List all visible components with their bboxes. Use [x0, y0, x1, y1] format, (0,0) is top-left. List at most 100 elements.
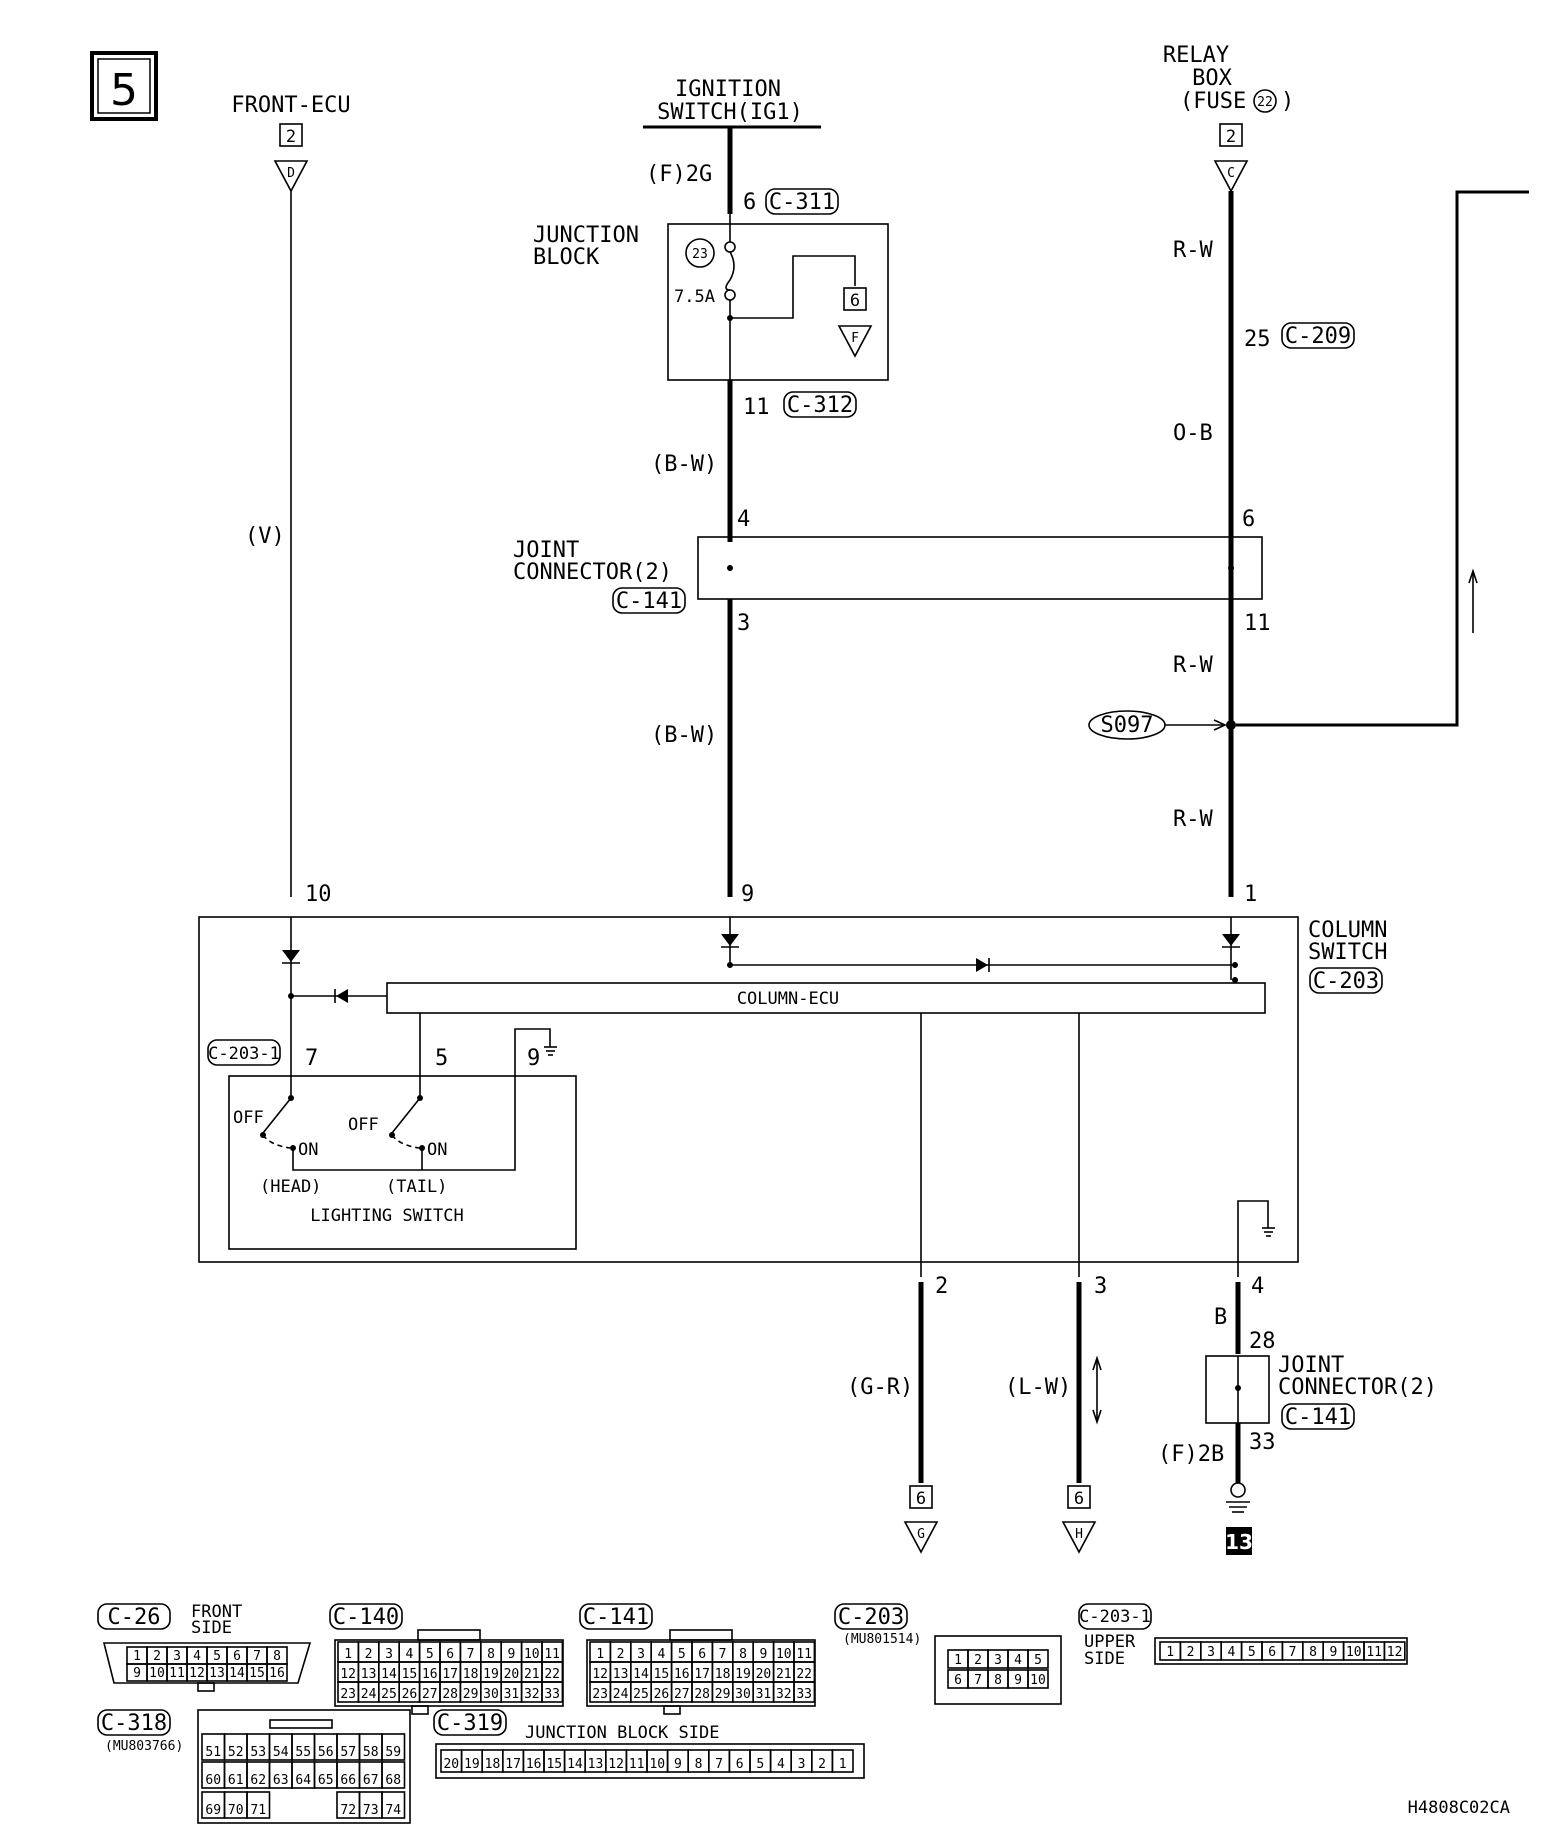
pin-number: 4 — [193, 1649, 201, 1664]
joint-connector-top: JOINT CONNECTOR(2) C-141 4 6 3 11 — [513, 507, 1271, 636]
off-page-h: 6 H — [1061, 1485, 1097, 1554]
pin-number: 3 — [385, 1647, 393, 1662]
jc-top-pin6: 6 — [1242, 507, 1255, 532]
pin-number: 7 — [715, 1757, 723, 1772]
c141-id: C-141 — [583, 1605, 649, 1630]
pin-cell — [381, 1733, 406, 1761]
pin-number: 28 — [694, 1687, 710, 1702]
pin-cell — [381, 1761, 406, 1789]
pin-number: 11 — [796, 1647, 812, 1662]
column-ecu-label: COLUMN-ECU — [737, 989, 839, 1009]
pin-cell — [381, 1791, 406, 1819]
pin-number: 16 — [269, 1666, 285, 1681]
pin-number: 5 — [426, 1647, 434, 1662]
pin-number: 6 — [446, 1647, 454, 1662]
relay-conn: C-209 — [1285, 324, 1351, 349]
cs-title-2: SWITCH — [1308, 940, 1387, 965]
pin-number: 51 — [205, 1745, 221, 1760]
drawing-code: H4808C02CA — [1408, 1798, 1510, 1818]
pin-number: 15 — [402, 1667, 418, 1682]
pin-number: 17 — [442, 1667, 458, 1682]
head-label: (HEAD) — [260, 1177, 321, 1197]
pin-number: 11 — [169, 1666, 185, 1681]
pin-number: 21 — [776, 1667, 792, 1682]
relay-box-source: RELAY BOX (FUSE 22 ) 2 C — [1163, 43, 1294, 193]
pin-number: 9 — [1329, 1645, 1337, 1660]
pin-number: 71 — [250, 1803, 266, 1818]
pin-number: 26 — [654, 1687, 670, 1702]
pin-number: 8 — [994, 1673, 1002, 1688]
splice-label: S097 — [1101, 713, 1154, 738]
relay-label-3: (FUSE — [1180, 89, 1246, 114]
jc-top-pin4: 4 — [737, 507, 750, 532]
pin-number: 20 — [504, 1667, 520, 1682]
cs-pin10: 10 — [305, 882, 332, 907]
pin-number: 12 — [592, 1667, 608, 1682]
pin-number: 1 — [596, 1647, 604, 1662]
pin-number: 33 — [796, 1687, 812, 1702]
wire-rw2-label: R-W — [1173, 653, 1213, 678]
jb-off-page: 6 — [850, 291, 860, 311]
pin-number: 16 — [674, 1667, 690, 1682]
pin-number: 5 — [213, 1649, 221, 1664]
pin-number: 14 — [229, 1666, 245, 1681]
g-page: 6 — [916, 1489, 926, 1509]
cs-pin9b: 9 — [527, 1046, 540, 1071]
pin-number: 60 — [205, 1773, 221, 1788]
pin-number: 22 — [544, 1667, 560, 1682]
pin-number: 9 — [1014, 1673, 1022, 1688]
jb-pin-out: 11 — [743, 395, 770, 420]
cs-pin5: 5 — [435, 1046, 448, 1071]
pin-number: 28 — [442, 1687, 458, 1702]
pin-number: 2 — [974, 1653, 982, 1668]
pin-number: 14 — [633, 1667, 649, 1682]
pin-number: 25 — [633, 1687, 649, 1702]
jb-title-2: BLOCK — [533, 245, 600, 270]
wire-rw3-label: R-W — [1173, 807, 1213, 832]
wire-f2b-label: (F)2B — [1158, 1442, 1224, 1467]
pin-number: 73 — [363, 1803, 379, 1818]
pin-number: 25 — [381, 1687, 397, 1702]
c2031-note-1: UPPER — [1084, 1632, 1136, 1652]
pin-number: 74 — [385, 1803, 401, 1818]
jc-top-title-1: JOINT — [513, 538, 579, 563]
h-page: 6 — [1074, 1489, 1084, 1509]
jc-top-title-2: CONNECTOR(2) — [513, 560, 672, 585]
pin-number: 9 — [133, 1666, 141, 1681]
pin-number: 4 — [405, 1647, 413, 1662]
relay-pin: 25 — [1244, 327, 1271, 352]
pin-number: 68 — [385, 1773, 401, 1788]
pin-number: 3 — [637, 1647, 645, 1662]
relay-fuse-number: 22 — [1257, 95, 1273, 110]
pin-number: 9 — [674, 1757, 682, 1772]
splice-s097: S097 — [1088, 190, 1529, 740]
wire-rw1-label: R-W — [1173, 238, 1213, 263]
pin-number: 16 — [422, 1667, 438, 1682]
h-ref: H — [1075, 1527, 1083, 1542]
pin-number: 7 — [719, 1647, 727, 1662]
pin-number: 11 — [1366, 1645, 1382, 1660]
pin-number: 63 — [273, 1773, 289, 1788]
pin-number: 67 — [363, 1773, 379, 1788]
pin-number: 14 — [567, 1757, 583, 1772]
pin-number: 23 — [592, 1687, 608, 1702]
jb-conn-out: C-312 — [787, 393, 853, 418]
pin-number: 5 — [1248, 1645, 1256, 1660]
pin-number: 7 — [253, 1649, 261, 1664]
lighting-switch-label: LIGHTING SWITCH — [310, 1206, 464, 1226]
pin-number: 26 — [402, 1687, 418, 1702]
wire-gr-label: (G-R) — [847, 1375, 913, 1400]
cs-conn: C-203 — [1313, 969, 1379, 994]
relay-label-close: ) — [1281, 89, 1294, 114]
pin-number: 12 — [608, 1757, 624, 1772]
pin-number: 62 — [250, 1773, 266, 1788]
pin-cell — [831, 1749, 854, 1773]
pin-number: 31 — [756, 1687, 772, 1702]
pin-number: 21 — [524, 1667, 540, 1682]
c26-note-2: SIDE — [191, 1618, 232, 1638]
pin-number: 6 — [698, 1647, 706, 1662]
pin-number: 10 — [1030, 1673, 1046, 1688]
c2031-note-2: SIDE — [1084, 1649, 1125, 1669]
